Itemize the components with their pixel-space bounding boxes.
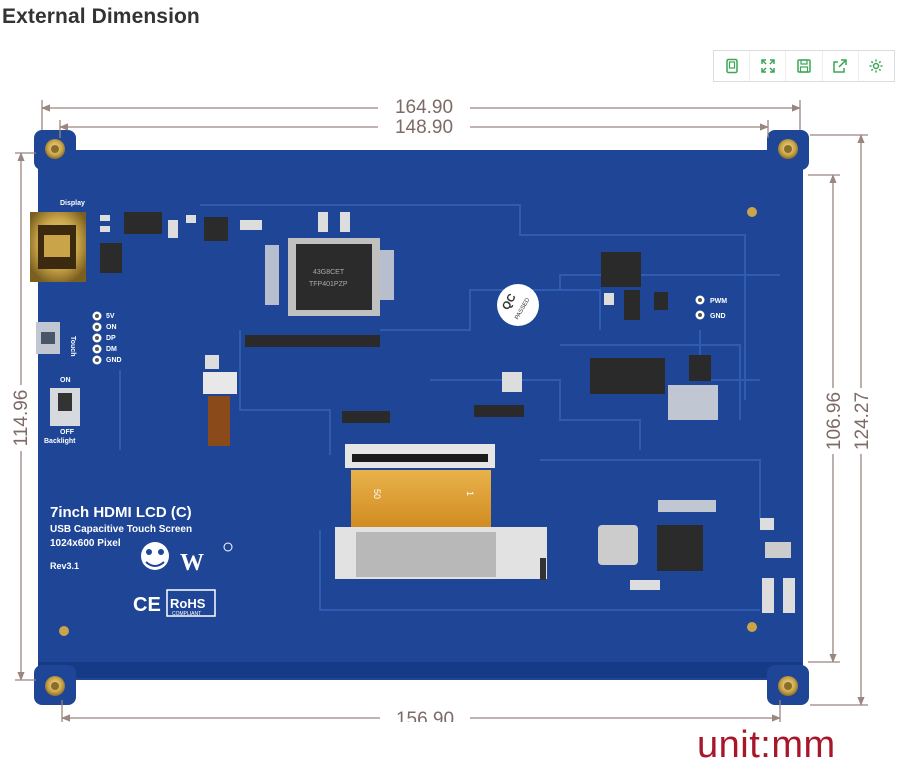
unit-label: unit:mm: [697, 724, 836, 766]
save-icon: [797, 59, 811, 73]
share-button[interactable]: [823, 51, 859, 81]
qc-sticker: [497, 284, 539, 326]
pin-label-dm: DM: [106, 346, 117, 353]
section-title: External Dimension: [2, 5, 200, 28]
image-toolbar: [713, 50, 895, 82]
hdmi-port: [30, 212, 86, 282]
rohs-mark: RoHS: [170, 596, 206, 611]
dim-hole-spacing: 148.90: [395, 117, 453, 138]
dim-overall-height: 124.27: [852, 392, 873, 450]
tablet-view-button[interactable]: [714, 51, 751, 81]
mounting-screws: [45, 139, 798, 696]
product-subtitle-1: USB Capacitive Touch Screen: [50, 524, 192, 535]
backlight-switch: [50, 388, 80, 426]
smd-components: [100, 212, 795, 613]
fullscreen-button[interactable]: [750, 51, 787, 81]
pin-label-on: ON: [106, 324, 117, 331]
waveshare-logo-text: W: [180, 550, 204, 576]
share-icon: [833, 59, 847, 73]
pin-label-5v: 5V: [106, 313, 115, 320]
rohs-sub: COMPLIANT: [172, 611, 201, 617]
switch-off-label: OFF: [60, 429, 75, 436]
save-button[interactable]: [786, 51, 823, 81]
revision-label: Rev3.1: [50, 561, 79, 571]
switch-on-label: ON: [60, 377, 71, 384]
product-name: 7inch HDMI LCD (C): [50, 504, 192, 521]
left-pin-header: [92, 311, 102, 365]
chip-line-1: 43G8CET: [313, 269, 345, 276]
ce-mark: CE: [133, 594, 161, 616]
dim-overall-width: 164.90: [395, 97, 453, 118]
pin-label-gnd-right: GND: [710, 313, 726, 320]
connector-mark-right: 1: [465, 491, 475, 496]
connector-mark-left: 50: [372, 489, 382, 499]
pin-label-gnd: GND: [106, 357, 122, 364]
pin-label-dp: DP: [106, 335, 116, 342]
touch-label: Touch: [69, 336, 76, 356]
pcb-traces: [119, 204, 780, 611]
dim-bottom-width: 156.90: [396, 709, 454, 722]
controller-ic: [657, 525, 703, 571]
expand-icon: [761, 59, 775, 73]
logo-mascot: [141, 542, 169, 570]
display-label: Display: [60, 200, 85, 207]
chip-line-2: TFP401PZP: [309, 281, 348, 288]
dim-left-height: 114.96: [11, 390, 32, 447]
rohs-badge: [166, 589, 216, 617]
fpc-connector: [335, 444, 547, 580]
pin-label-pwm: PWM: [710, 298, 727, 305]
board-dimension-drawing: Display Touch 5V ON DP DM GND ON OFF Bac…: [10, 97, 873, 722]
tfp401-chip: [288, 238, 380, 316]
gear-icon: [869, 59, 883, 73]
product-subtitle-2: 1024x600 Pixel: [50, 538, 121, 549]
registered-mark: [223, 542, 233, 552]
settings-button[interactable]: [859, 51, 894, 81]
tablet-icon: [725, 58, 738, 74]
backlight-label: Backlight: [44, 438, 76, 445]
dim-inner-height: 106.96: [824, 392, 845, 450]
